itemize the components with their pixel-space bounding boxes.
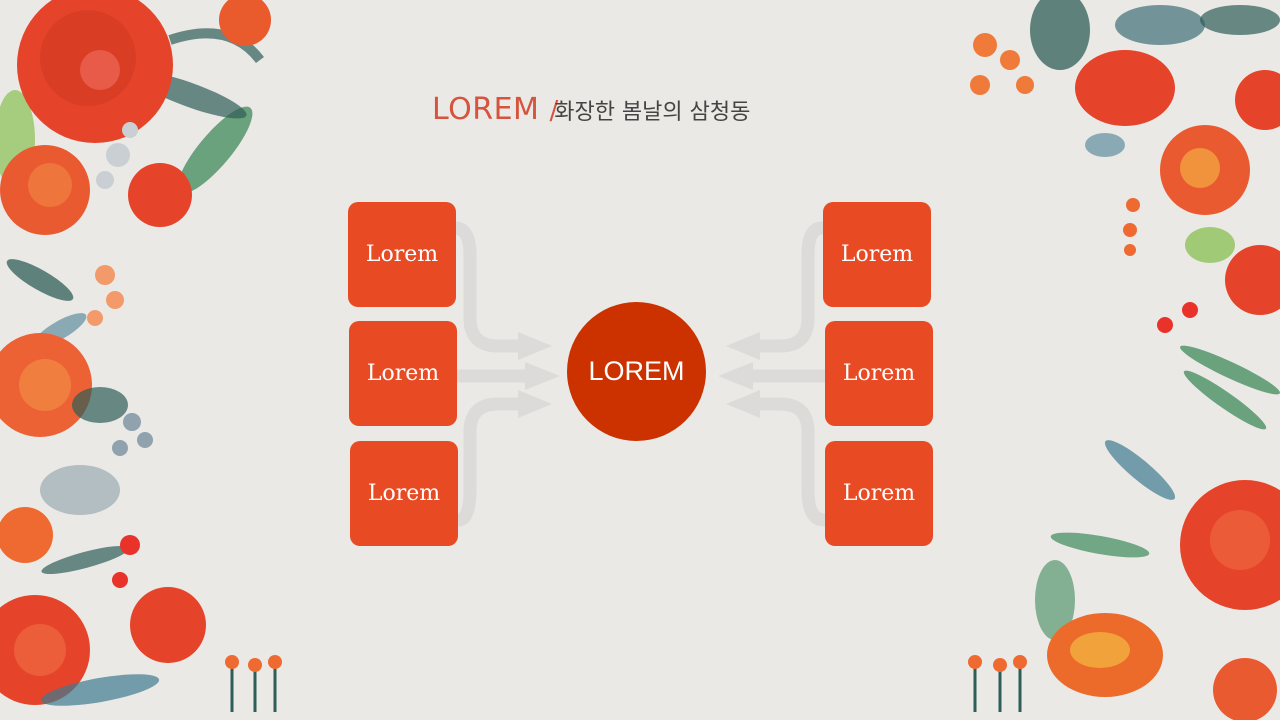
slide-title: LOREM / 화장한 봄날의 삼청동 (432, 92, 750, 132)
arrow-heads (518, 332, 760, 418)
title-slash: / (549, 96, 559, 126)
left-box-2: Lorem (349, 321, 457, 426)
arrowhead-left-middle (525, 362, 560, 390)
arrowhead-right-middle (718, 362, 753, 390)
arrow-left-top (448, 221, 532, 353)
arrowhead-right-bottom (726, 390, 760, 418)
right-floral-border (968, 0, 1280, 720)
title-main: LOREM (432, 92, 540, 127)
connector-arrows (448, 221, 833, 527)
left-floral-border (0, 0, 282, 712)
arrowhead-left-bottom (518, 390, 552, 418)
right-box-3: Lorem (825, 441, 933, 546)
title-subtitle: 화장한 봄날의 삼청동 (554, 100, 751, 125)
left-box-1: Lorem (348, 202, 456, 307)
right-box-2: Lorem (825, 321, 933, 426)
arrow-right-top (745, 221, 829, 353)
arrowhead-left-top (518, 332, 552, 360)
arrowhead-right-top (726, 332, 760, 360)
left-box-3: Lorem (350, 441, 458, 546)
arrow-right-bottom (745, 397, 831, 527)
arrow-left-bottom (451, 397, 532, 527)
right-box-1: Lorem (823, 202, 931, 307)
center-circle: LOREM (567, 302, 706, 441)
